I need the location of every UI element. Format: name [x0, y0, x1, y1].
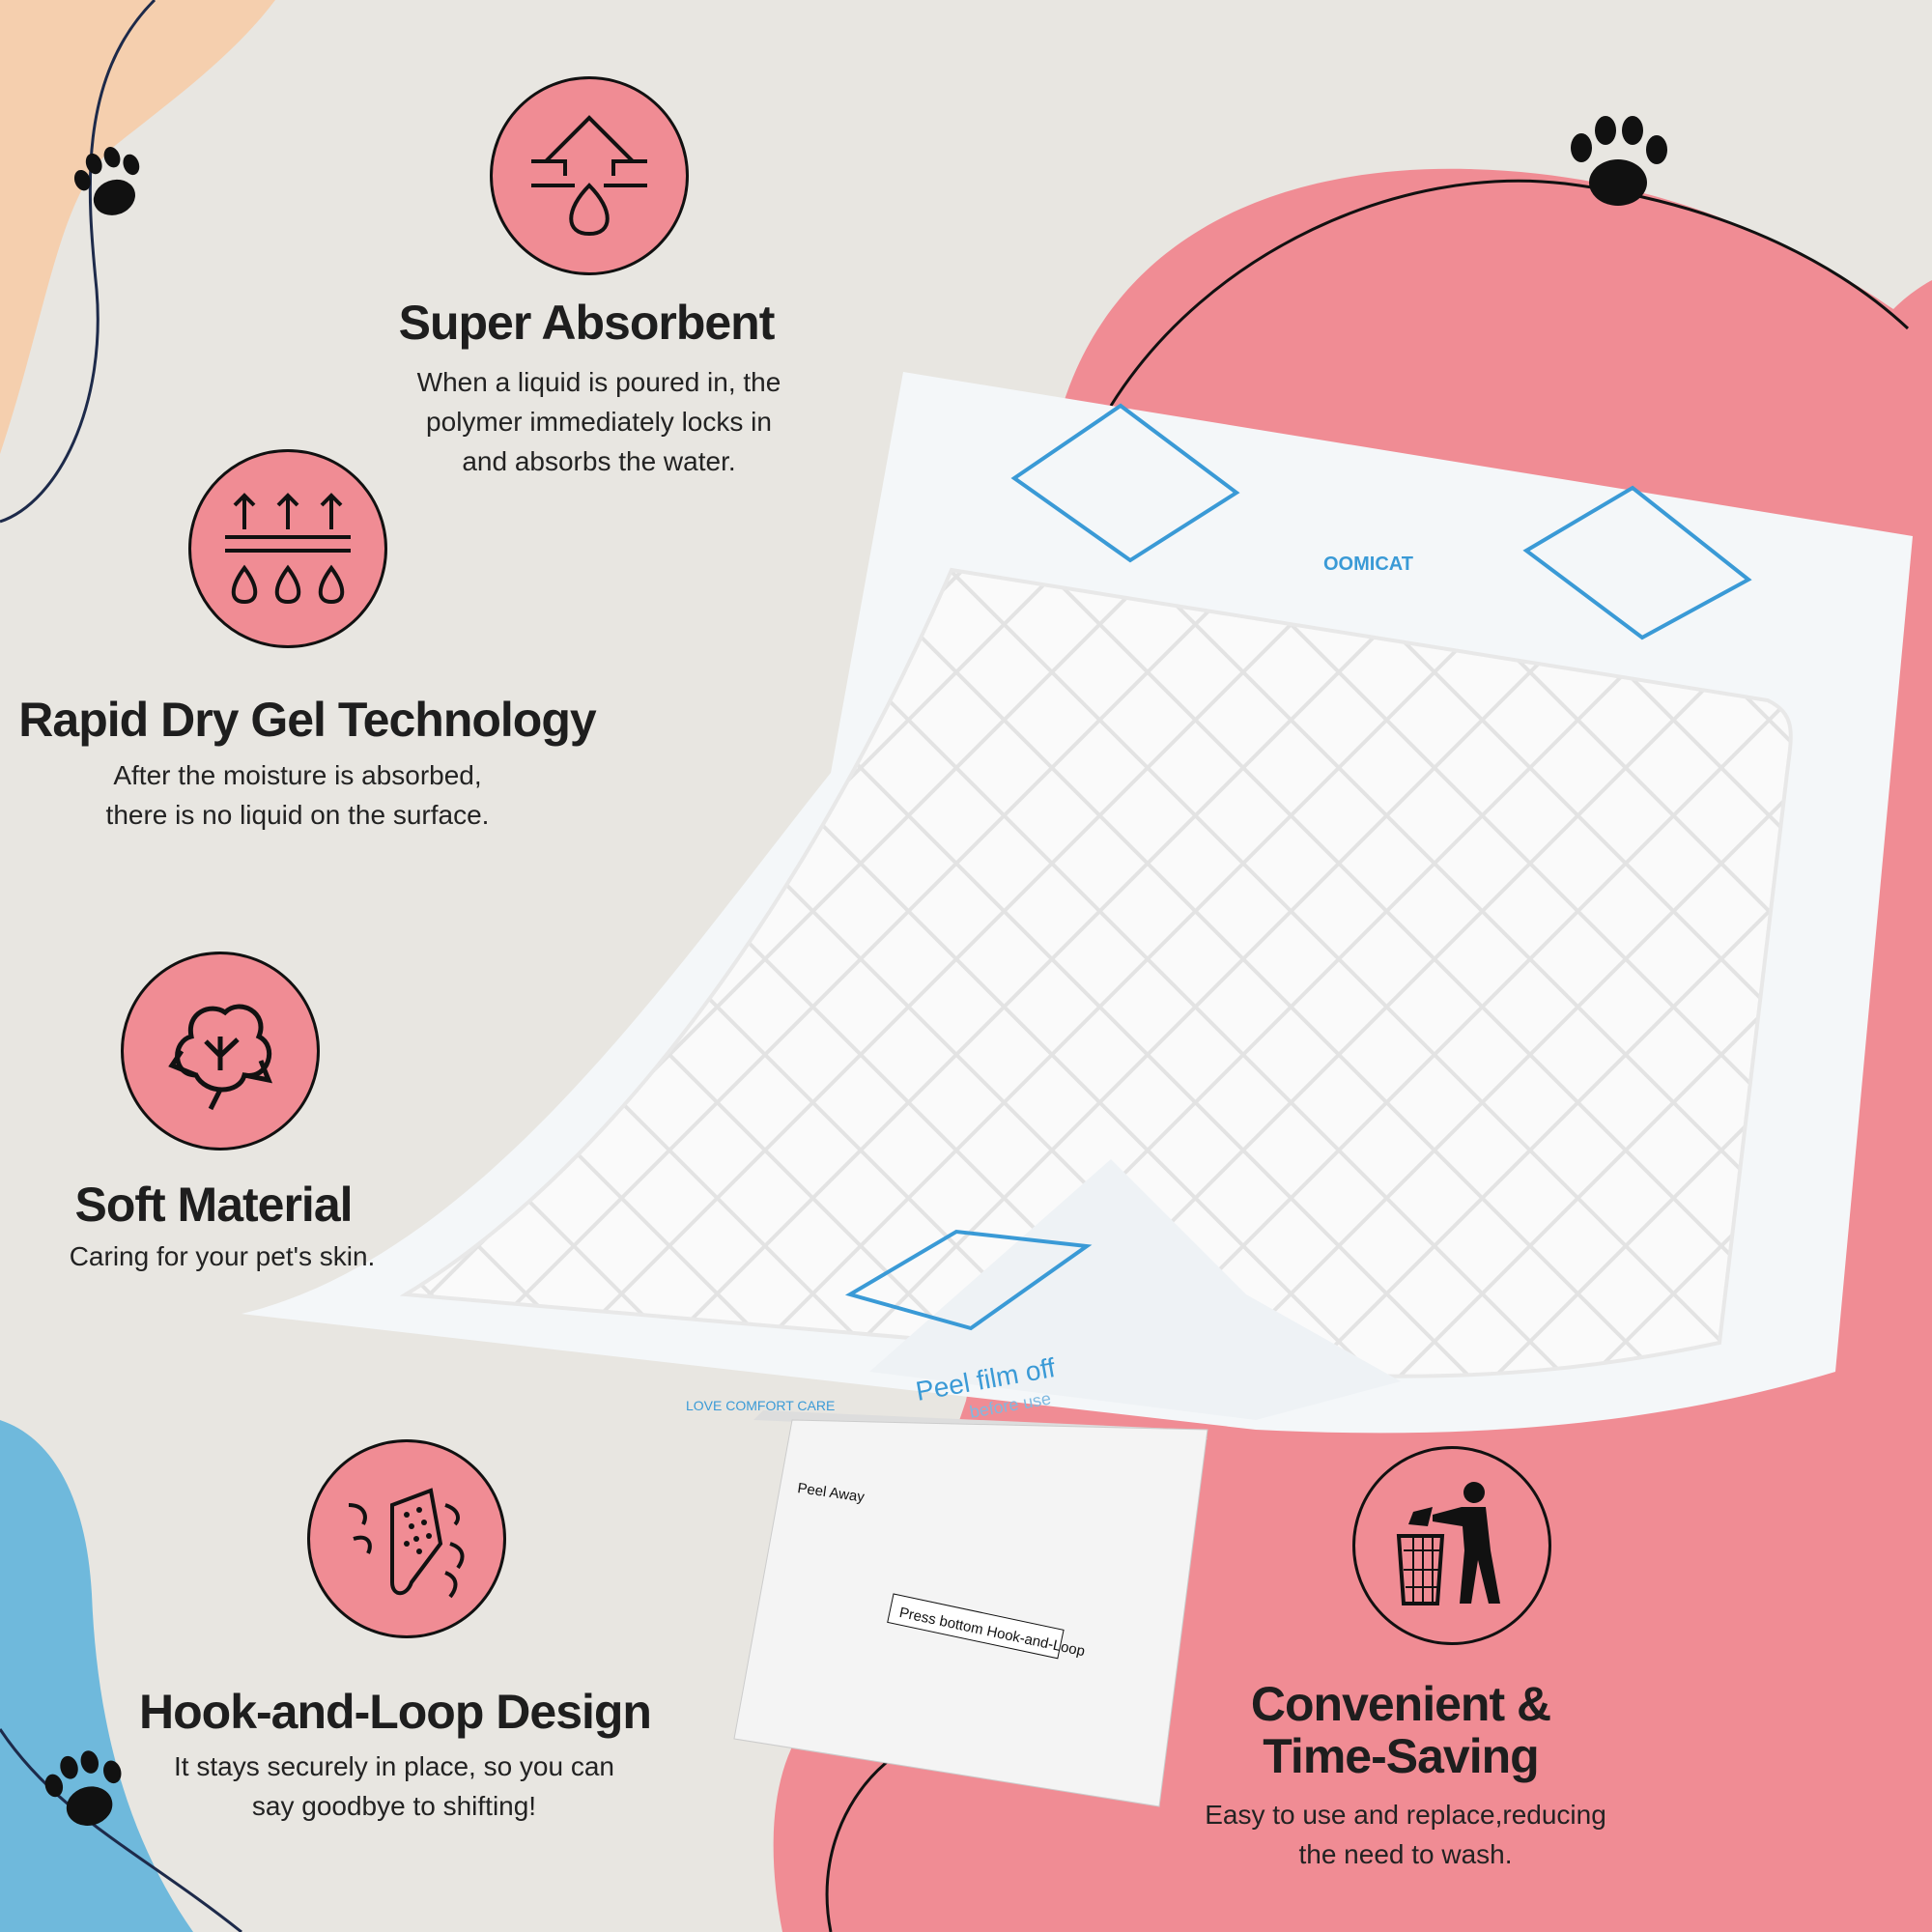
hook-loop-icon [307, 1439, 506, 1638]
rapid-dry-layers-icon [188, 449, 387, 648]
pad-brand-text: OOMICAT [1323, 554, 1413, 575]
peach-blob [0, 0, 275, 454]
feature-title: Hook-and-Loop Design [139, 1685, 652, 1739]
feature-title: Super Absorbent [398, 296, 776, 350]
decor-line-right [1109, 179, 1910, 407]
pet-pad-image: OOMICAT Peel film off before use LOVE CO… [242, 372, 1913, 1807]
trash-disposal-icon [1352, 1446, 1551, 1645]
feature-title: Convenient &Time-Saving [1250, 1677, 1551, 1783]
cotton-icon [121, 952, 320, 1151]
feature-description: After the moisture is absorbed,there is … [105, 760, 490, 830]
blue-blob [0, 1420, 193, 1932]
pad-care-text: LOVE COMFORT CARE [686, 1398, 835, 1413]
decor-line-left [0, 0, 156, 524]
feature-title: Rapid Dry Gel Technology [18, 693, 596, 747]
feature-title: Soft Material [74, 1178, 353, 1232]
decor-line-bottom-left [0, 1728, 242, 1932]
feature-description: Caring for your pet's skin. [69, 1241, 376, 1271]
paw-print-icon [44, 116, 1667, 1826]
absorb-arrow-drop-icon [490, 76, 689, 275]
